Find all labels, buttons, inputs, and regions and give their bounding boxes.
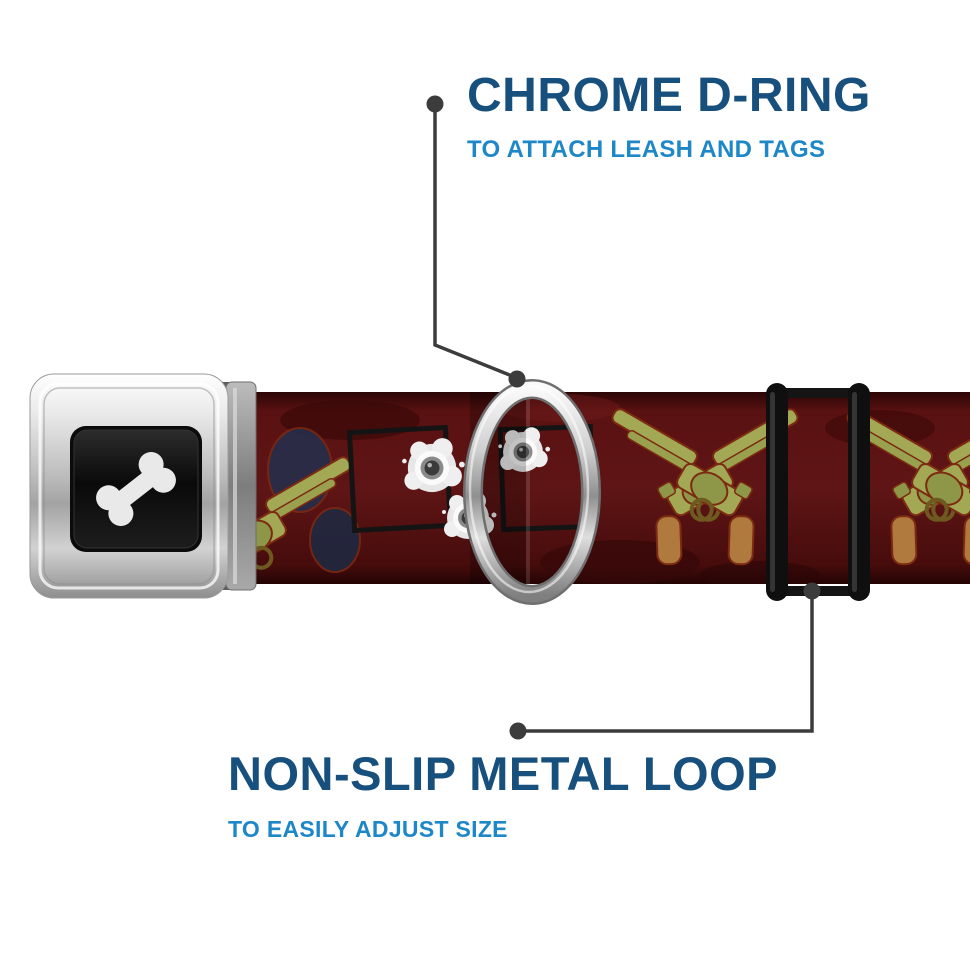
d-ring [463, 379, 601, 605]
top-callout-dot-end [508, 370, 526, 388]
bone-icon [96, 451, 176, 527]
bottom-callout-dot-end [509, 722, 527, 740]
top-callout-line [433, 104, 518, 380]
top-callout-dot-start [426, 95, 444, 113]
top-callout-title: CHROME D-RING [467, 69, 871, 122]
metal-loop-slider [766, 383, 870, 601]
bottom-callout-line [518, 591, 814, 733]
top-callout-subtitle: TO ATTACH LEASH AND TAGS [467, 136, 826, 163]
bottom-callout-subtitle: TO EASILY ADJUST SIZE [228, 816, 508, 842]
seatbelt-buckle [29, 373, 257, 599]
bottom-callout-dot-start [803, 582, 821, 600]
strap-pattern-left-shapes [230, 427, 388, 584]
bottom-callout-title: NON-SLIP METAL LOOP [228, 747, 779, 800]
